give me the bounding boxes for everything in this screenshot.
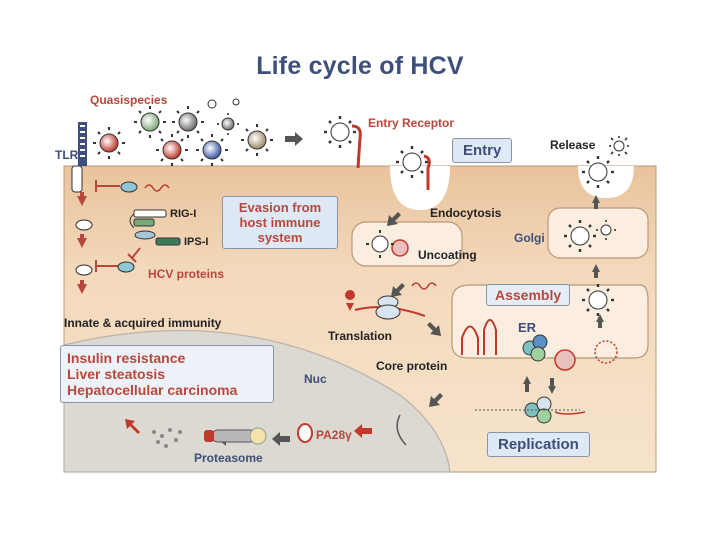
nucleocapsid-icon	[391, 239, 409, 257]
inhibition-lines	[95, 180, 141, 272]
virion-icon	[172, 106, 204, 138]
virion-icon	[196, 134, 228, 166]
evasion-box: Evasion from host immune system	[222, 196, 338, 249]
evasion-line: host immune	[239, 215, 321, 230]
pa28-icon	[297, 423, 313, 443]
entry-step-label: Entry	[452, 138, 513, 163]
hcv-protein-icon	[117, 261, 135, 273]
release-label: Release	[550, 138, 596, 152]
proteasome-label: Proteasome	[194, 451, 263, 465]
virion-icon	[596, 220, 616, 240]
golgi-label: Golgi	[514, 231, 545, 245]
endocytosis-label: Endocytosis	[430, 206, 502, 220]
disease-item: Hepatocellular carcinoma	[67, 382, 238, 398]
evasion-line: system	[257, 230, 303, 245]
tlr-label: TLR	[55, 148, 79, 162]
diagram-title: Life cycle of HCV	[256, 52, 464, 80]
hcv-protein-icon	[120, 181, 138, 193]
virion-icon	[207, 98, 240, 109]
virion-icon	[582, 284, 614, 316]
proteasome-icon	[204, 427, 267, 445]
replication-step-label: Replication	[487, 432, 590, 457]
endocytosis-pit	[390, 166, 450, 210]
nuc-label: Nuc	[304, 372, 327, 386]
rig-i-label: RIG-I	[170, 208, 197, 220]
disease-outcomes-box: Insulin resistance Liver steatosis Hepat…	[60, 345, 274, 403]
peptide-fragments-icon	[152, 428, 182, 448]
nucleocapsid-icon	[554, 349, 576, 371]
polyprotein-icon	[461, 319, 497, 355]
virion-icon	[217, 113, 239, 135]
ips-i-label: IPS-I	[184, 236, 209, 248]
translation-label: Translation	[328, 329, 393, 343]
hcv-proteins-label: HCV proteins	[148, 267, 225, 281]
signal-cascade-arrows	[77, 192, 87, 294]
virion-icon	[609, 136, 629, 156]
er-label: ER	[518, 320, 537, 335]
evasion-line: Evasion from	[238, 200, 322, 215]
replication-complex-icon	[522, 334, 548, 362]
virion-icon	[396, 146, 428, 178]
signal-molecule-icon	[75, 219, 93, 231]
virion-icon	[93, 127, 125, 159]
assembly-step-label: Assembly	[486, 284, 571, 306]
virion-icon	[241, 124, 273, 156]
red-arrows	[125, 419, 372, 438]
virion-icon	[366, 230, 394, 258]
viral-rna-icon	[411, 282, 437, 290]
signal-molecule-icon	[75, 264, 93, 276]
virion-icon	[134, 106, 166, 138]
virion-icon	[582, 156, 614, 188]
innate-immunity-label: Innate & acquired immunity	[64, 316, 222, 330]
rig-i-icon	[133, 209, 167, 218]
ribosome-icon	[345, 290, 426, 320]
tlr-receptor-icon	[71, 122, 87, 193]
replication-complex-icon	[475, 396, 586, 424]
entry-receptor-icon	[423, 154, 431, 190]
core-protein-icon	[396, 414, 407, 446]
virion-icon	[324, 116, 356, 148]
quasispecies-label: Quasispecies	[90, 93, 168, 107]
uncoating-label: Uncoating	[418, 248, 477, 262]
entry-receptor-label: Entry Receptor	[368, 116, 455, 130]
core-protein-label: Core protein	[376, 359, 448, 373]
entry-receptor-icon	[351, 124, 362, 169]
pa28-label: PA28γ	[316, 428, 352, 442]
viral-rna-icon	[144, 184, 170, 192]
virion-icon	[564, 220, 596, 252]
budding-virion-icon	[594, 340, 618, 364]
disease-item: Insulin resistance	[67, 350, 186, 366]
virion-icon	[156, 134, 188, 166]
ips-i-icon	[155, 237, 181, 246]
disease-item: Liver steatosis	[67, 366, 166, 382]
